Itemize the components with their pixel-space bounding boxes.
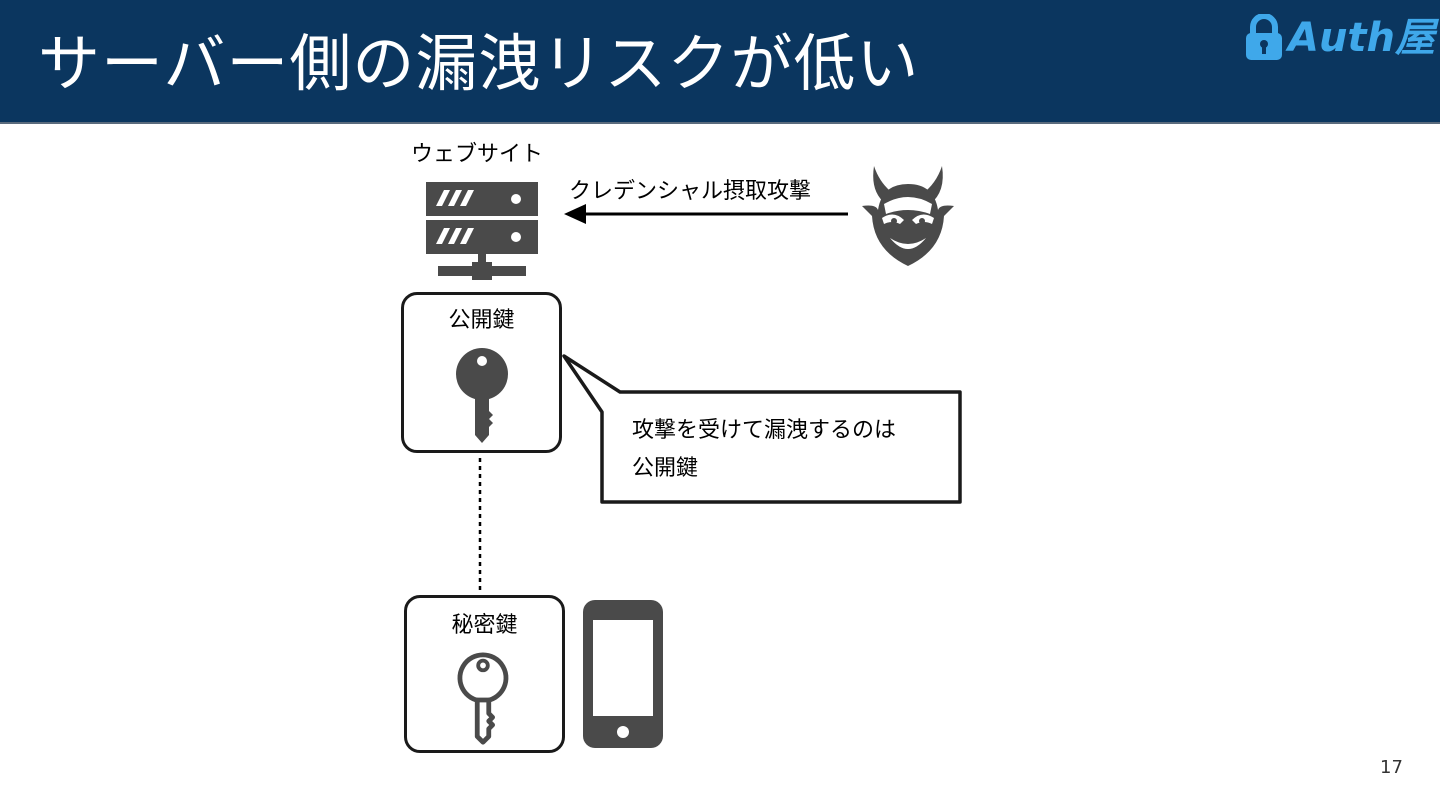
slide-title: サーバー側の漏洩リスクが低い [38,27,920,100]
public-key-label: 公開鍵 [448,308,515,333]
key-outline-icon [457,652,509,745]
private-key-box: 秘密鍵 [404,595,565,753]
callout-line-2: 公開鍵 [632,456,699,481]
logo-text: Auth屋 [1288,15,1436,61]
dotted-connector [478,458,482,590]
key-filled-icon [456,348,508,443]
smartphone-icon [583,600,663,748]
callout-line-1: 攻撃を受けて漏洩するのは [632,418,897,443]
website-label: ウェブサイト [411,142,544,167]
attack-arrow [564,204,848,224]
callout-text: 攻撃を受けて漏洩するのは 公開鍵 [632,412,952,488]
public-key-box: 公開鍵 [401,292,562,453]
private-key-label: 秘密鍵 [451,613,518,638]
devil-icon [862,166,954,266]
attack-label: クレデンシャル摂取攻撃 [569,179,812,204]
callout-bubble [562,354,962,504]
page-number: 17 [1380,757,1403,778]
lock-icon [1246,14,1282,60]
slide-header: サーバー側の漏洩リスクが低い Auth屋 [0,0,1440,124]
server-icon [426,182,538,280]
logo: Auth屋 [1244,14,1436,62]
